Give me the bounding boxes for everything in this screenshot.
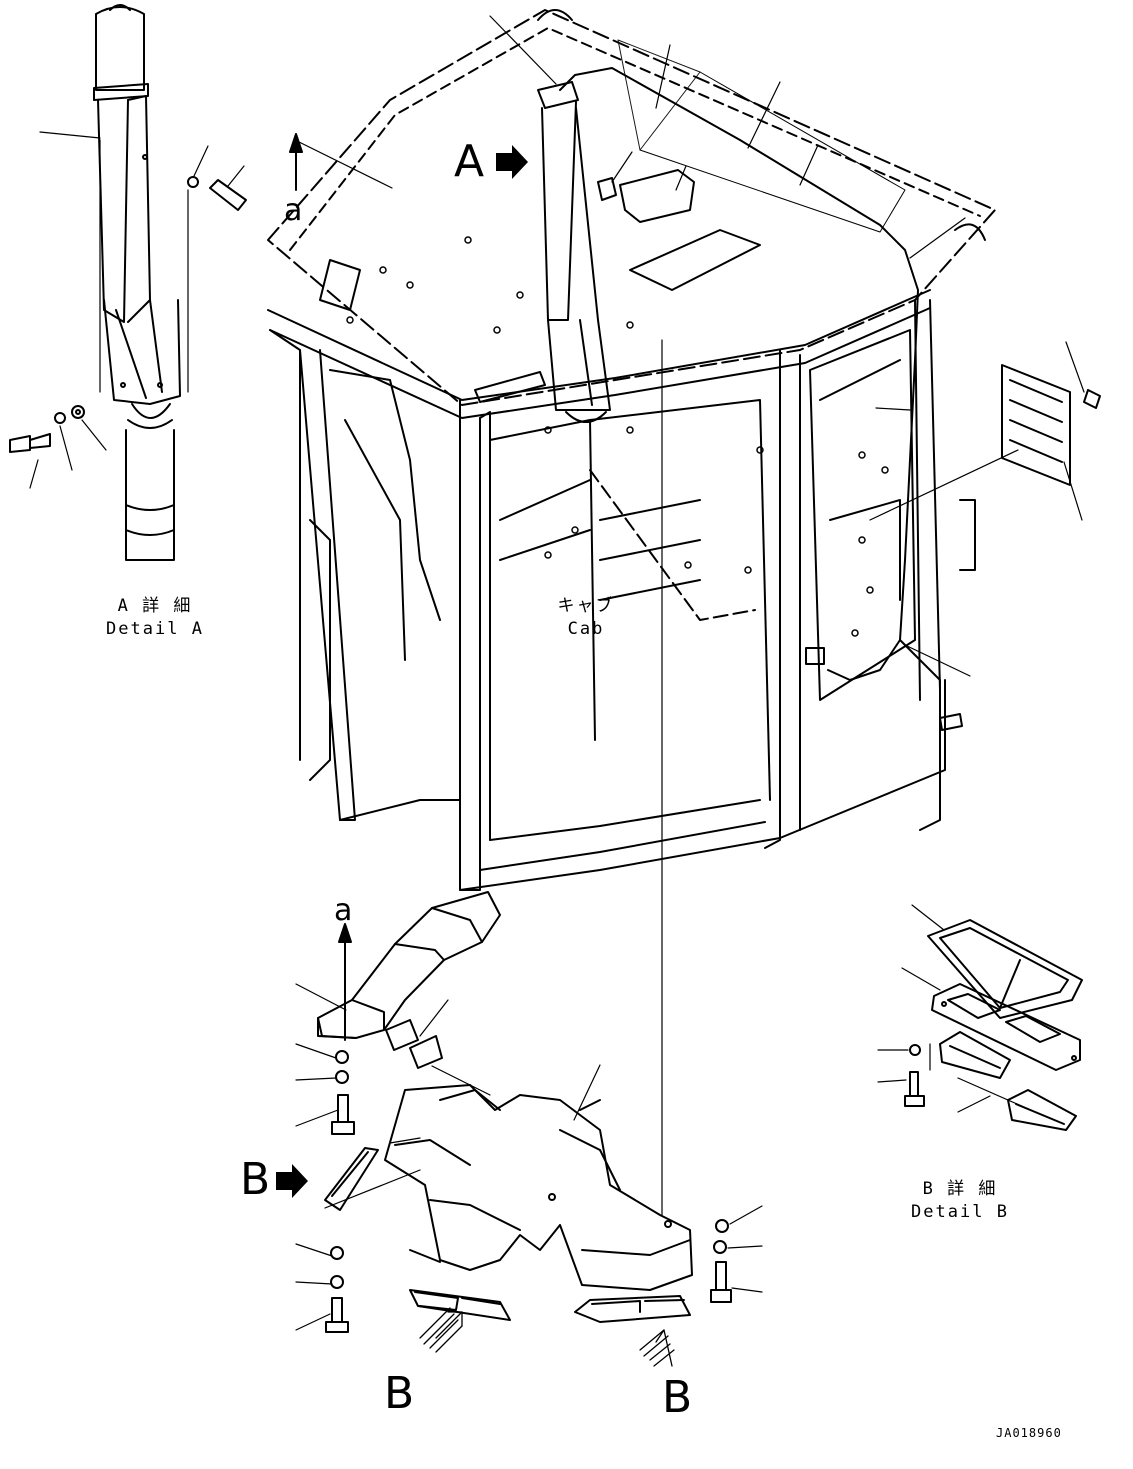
arrow-a-up — [289, 133, 303, 191]
detail-b-caption-en: Detail B — [911, 1202, 1009, 1222]
cab-leaders — [294, 15, 1085, 1216]
lower-leaders — [295, 983, 763, 1331]
cab-bolt-holes — [346, 236, 889, 637]
lower-fasteners — [325, 1050, 732, 1333]
direction-a-label-bottom: a — [334, 893, 353, 928]
detail-a-caption-jp: A 詳 細 — [117, 596, 193, 616]
arrow-a-solid — [496, 145, 528, 179]
cab-caption-jp: キャブ — [557, 596, 615, 616]
cab-pillar-duct — [537, 81, 611, 423]
cab-caption: キャブ Cab — [540, 598, 632, 638]
detail-a-leaders — [29, 131, 245, 489]
drawing-code: JA018960 — [996, 1426, 1062, 1440]
lower-duct-assembly — [317, 891, 693, 1323]
view-b-label-bottom-left: B — [384, 1368, 415, 1419]
cab-frame — [267, 9, 996, 891]
view-b-label-bottom-right: B — [662, 1372, 693, 1423]
arrow-b-hatched-right — [639, 1329, 675, 1367]
cab-caption-en: Cab — [567, 619, 605, 639]
direction-a-label-top: a — [284, 193, 303, 228]
cab-harness — [559, 39, 1101, 681]
view-a-label: A — [454, 136, 485, 187]
detail-b-leaders — [877, 904, 1027, 1113]
detail-a-caption-en: Detail A — [106, 619, 204, 639]
detail-b-caption: B 詳 細 Detail B — [898, 1181, 1022, 1221]
detail-a-fasteners — [9, 176, 247, 453]
detail-b-caption-jp: B 詳 細 — [922, 1179, 998, 1199]
view-b-label-left: B — [240, 1154, 271, 1205]
detail-b-grille-assembly — [904, 919, 1083, 1131]
arrow-b-solid — [276, 1164, 308, 1198]
arrow-b-hatched-left — [419, 1307, 463, 1353]
detail-a-caption: A 詳 細 Detail A — [96, 598, 214, 638]
detail-a-pillar-duct — [93, 4, 181, 561]
